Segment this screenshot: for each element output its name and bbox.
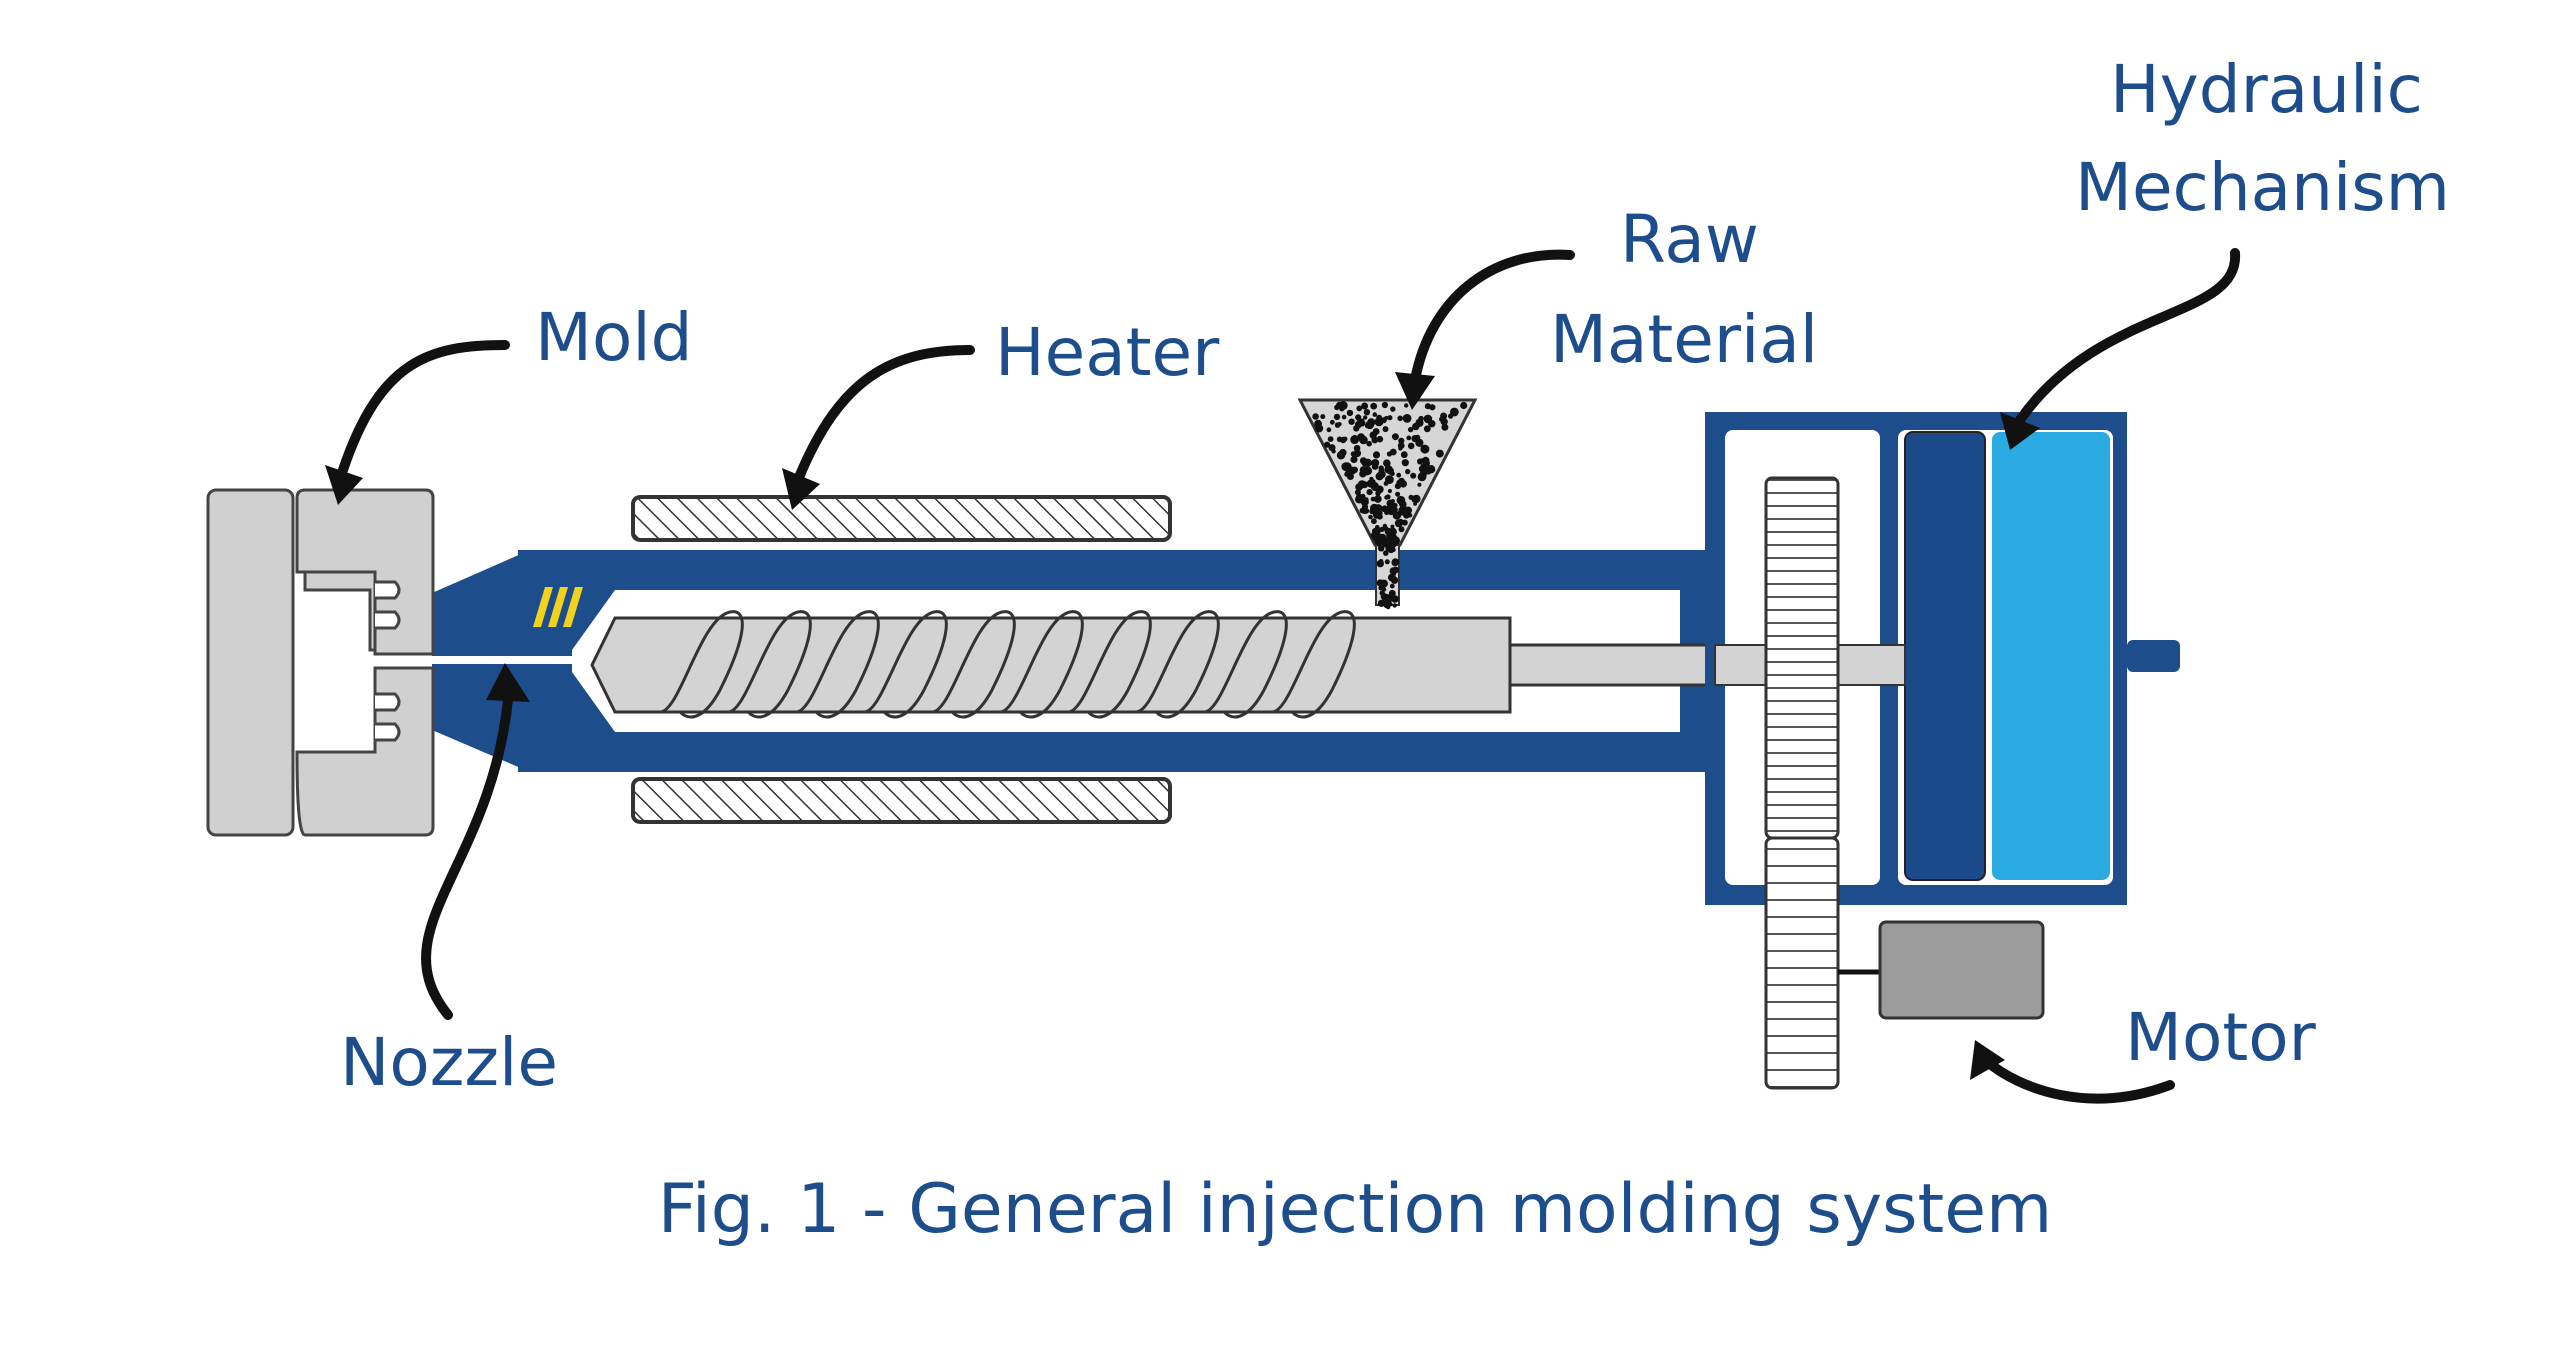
label-hydraulic-line2: Mechanism: [2075, 149, 2450, 226]
label-raw-material-line1: Raw: [1620, 201, 1759, 278]
label-mold: Mold: [535, 299, 693, 376]
gear-small: [1764, 836, 1840, 1090]
nozzle-heat-stripes: [533, 587, 583, 627]
heater-top: [631, 495, 1172, 542]
hopper: [1297, 398, 1478, 610]
label-motor: Motor: [2125, 999, 2317, 1076]
motor: [1838, 920, 2045, 1020]
figure-caption: Fig. 1 - General injection molding syste…: [658, 1170, 2053, 1249]
label-nozzle: Nozzle: [340, 1024, 558, 1101]
heater-bottom: [631, 777, 1172, 824]
gear-large: [1764, 476, 1840, 840]
label-heater: Heater: [995, 314, 1220, 391]
label-raw-material-line2: Material: [1550, 301, 1818, 378]
annotation-arrows: [325, 248, 2241, 1104]
label-hydraulic-line1: Hydraulic: [2110, 51, 2423, 128]
nozzle-channel: [432, 656, 592, 664]
mold: [206, 488, 435, 837]
